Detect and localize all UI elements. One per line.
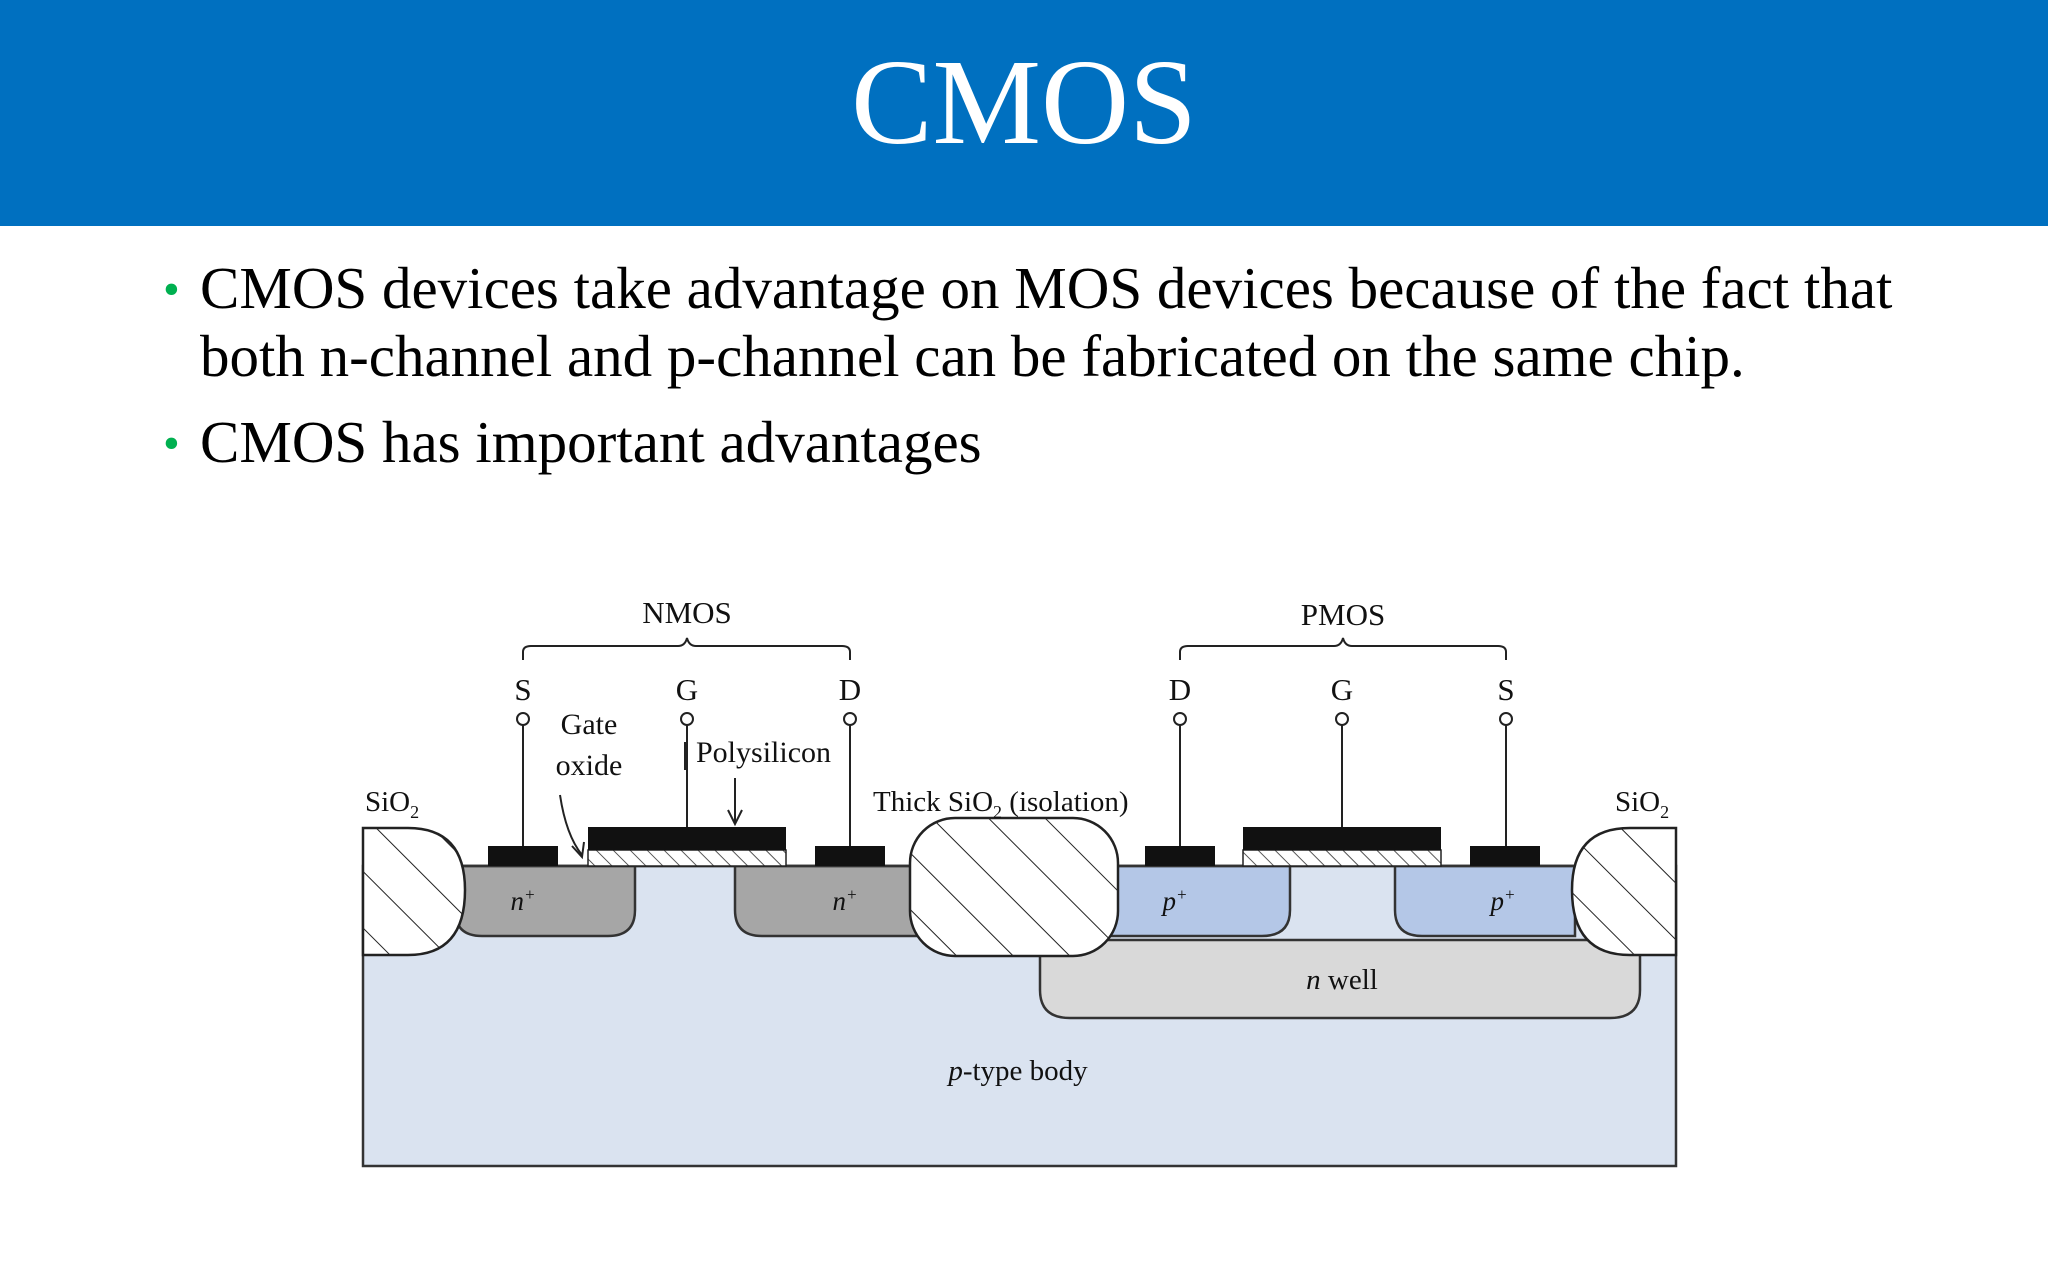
nmos-drain-label: D	[839, 672, 861, 707]
nmos-drain-terminal-icon	[843, 712, 857, 726]
bullet-text: CMOS has important advantages	[200, 409, 982, 475]
nmos-label: NMOS	[642, 595, 732, 630]
nmos-drain-n-plus-label: n+	[833, 885, 858, 916]
slide-title: CMOS	[851, 35, 1197, 170]
bullet-dot-icon: •	[163, 263, 180, 316]
pmos-label: PMOS	[1301, 597, 1385, 632]
nmos-gate-oxide	[587, 849, 787, 867]
polysilicon-arrowhead-icon	[727, 809, 743, 827]
bullet-item: • CMOS devices take advantage on MOS dev…	[155, 254, 1915, 390]
bullet-dot-icon: •	[163, 417, 180, 470]
pmos-drain-label: D	[1169, 672, 1191, 707]
n-well	[1038, 938, 1642, 1020]
nmos-polysilicon-gate	[588, 827, 786, 850]
gate-oxide-arrowhead-icon	[571, 841, 585, 860]
sio2-left-isolation	[361, 826, 467, 957]
pmos-brace	[1179, 637, 1507, 660]
pmos-polysilicon-gate	[1243, 827, 1441, 850]
pmos-source-label: S	[1497, 672, 1514, 707]
nmos-brace	[522, 637, 851, 660]
pmos-drain-diffusion	[1108, 864, 1292, 938]
bullet-item: • CMOS has important advantages	[155, 408, 1915, 476]
pmos-drain-contact	[1145, 846, 1215, 866]
pmos-source-contact	[1470, 846, 1540, 866]
pmos-drain-p-plus-label: p+	[1161, 885, 1188, 916]
gate-oxide-label-line2: oxide	[556, 749, 623, 782]
bullet-text: CMOS devices take advantage on MOS devic…	[200, 255, 1893, 389]
nmos-source-contact	[488, 846, 558, 866]
nmos-gate-label: G	[676, 672, 698, 707]
nmos-source-label: S	[514, 672, 531, 707]
nmos-drain-contact	[815, 846, 885, 866]
p-type-body-label: p-type body	[946, 1055, 1088, 1087]
pmos-source-p-plus-label: p+	[1489, 885, 1516, 916]
pmos-drain-terminal-icon	[1173, 712, 1187, 726]
pmos-source-terminal-icon	[1499, 712, 1513, 726]
polysilicon-label: Polysilicon	[696, 736, 831, 769]
nmos-drain-diffusion	[733, 864, 922, 938]
gate-oxide-label-line1: Gate	[561, 708, 618, 741]
nmos-gate-terminal-icon	[680, 712, 694, 726]
thick-sio2-isolation	[908, 816, 1120, 958]
nmos-source-terminal-icon	[516, 712, 530, 726]
sio2-left-label: SiO2	[365, 786, 419, 822]
sio2-right-isolation	[1570, 826, 1678, 957]
pmos-gate-oxide	[1242, 849, 1442, 867]
bullet-list: • CMOS devices take advantage on MOS dev…	[155, 254, 1915, 494]
pmos-gate-label: G	[1331, 672, 1353, 707]
gate-oxide-arrow	[559, 794, 583, 856]
n-well-label: n well	[1306, 964, 1378, 996]
nmos-source-n-plus-label: n+	[511, 885, 536, 916]
sio2-right-label: SiO2	[1615, 786, 1669, 822]
nmos-source-diffusion	[453, 864, 637, 938]
pmos-source-diffusion	[1393, 864, 1577, 938]
thick-sio2-label: Thick SiO2 (isolation)	[873, 786, 1128, 822]
title-bar: CMOS	[0, 0, 2048, 226]
pmos-gate-terminal-icon	[1335, 712, 1349, 726]
